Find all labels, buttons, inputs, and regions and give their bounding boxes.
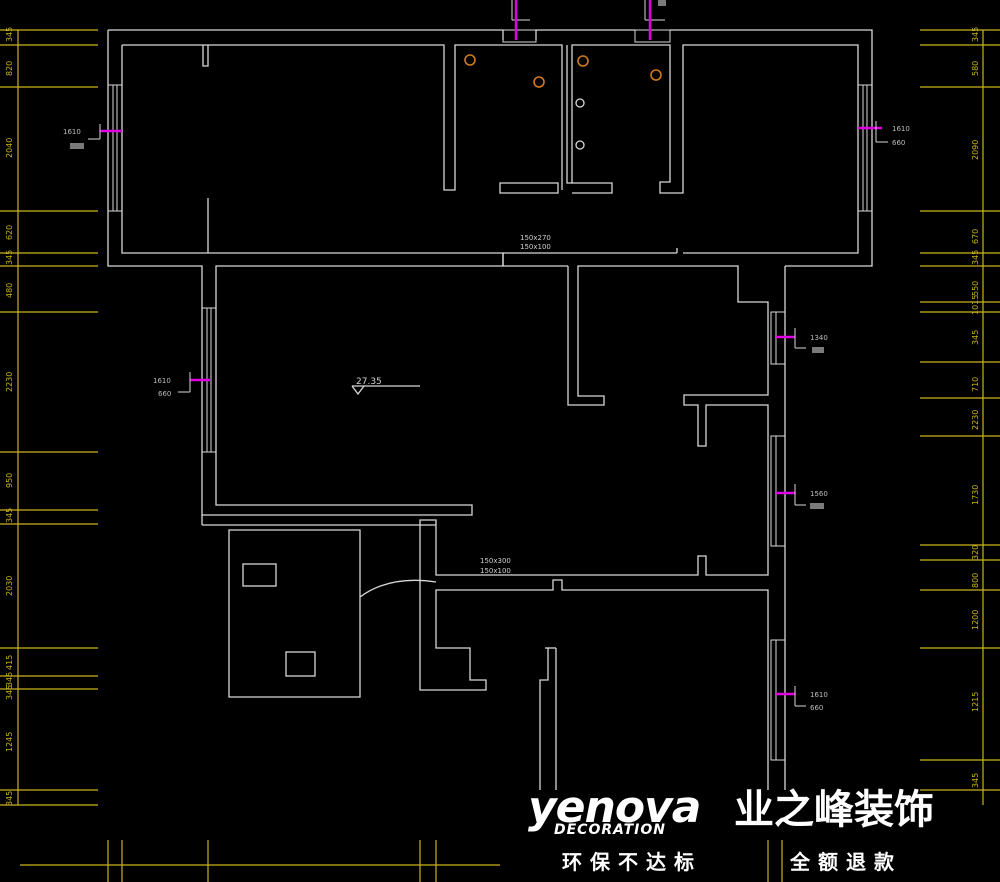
left-dim-label: 415	[5, 655, 14, 670]
level-marker-icon	[351, 385, 420, 396]
window-tag-block	[812, 347, 824, 353]
top-markers	[511, 0, 666, 40]
brand-slogan-right: 全额退款	[790, 850, 902, 874]
drain-icon	[464, 54, 476, 66]
beam-line	[502, 252, 677, 267]
marker-block	[658, 0, 666, 6]
outer-wall-top	[108, 29, 873, 267]
outlet-icon	[575, 98, 585, 108]
brand-logo-sub: DECORATION	[554, 822, 667, 838]
inner-wall-west	[121, 45, 208, 254]
right-dimension-chain: 345 580 2090 670 345 550 1015 345 710 22…	[920, 27, 1000, 805]
right-dim-label: 2230	[971, 410, 980, 430]
left-dim-label: 950	[5, 473, 14, 488]
window-tag-label: 1610	[810, 691, 828, 699]
window-east	[857, 84, 873, 212]
right-dim-label: 1215	[971, 692, 980, 712]
right-dim-label: 345	[971, 330, 980, 345]
balcony-outline	[228, 529, 361, 698]
beam-label: 150x300	[480, 557, 511, 565]
left-dim-label: 345	[5, 791, 14, 806]
window-tag-label: 1610	[153, 377, 171, 385]
tag-bracket	[875, 121, 888, 143]
right-dim-label: 1730	[971, 485, 980, 505]
beam-label: 150x270	[520, 234, 551, 242]
window-tag-block	[70, 143, 84, 149]
right-dim-label: 1015	[971, 295, 980, 315]
left-dim-label: 2230	[5, 372, 14, 392]
left-dim-label: 480	[5, 283, 14, 298]
right-dim-label: 2090	[971, 140, 980, 160]
left-dimension-chain: 345 820 2040 620 345 480 2230 950 345 20…	[0, 27, 98, 806]
partition	[572, 182, 613, 194]
left-dim-label: 345	[5, 685, 14, 700]
window-tags: 1610 1610 660 1610 660 1340 1560 1610 66…	[63, 121, 910, 712]
window-tag-sub: 660	[810, 704, 823, 712]
left-dim-label: 345	[5, 27, 14, 42]
door-arc	[359, 579, 437, 598]
tag-bracket	[794, 686, 806, 707]
window-bedroom-3	[770, 639, 786, 761]
wall-stub	[202, 45, 209, 67]
window-tag-block	[810, 503, 824, 509]
window-top-right	[634, 29, 671, 43]
fixture-box	[242, 563, 277, 587]
window-tag-sub: 660	[158, 390, 171, 398]
right-dim-label: 320	[971, 545, 980, 560]
window-tag-label: 1560	[810, 490, 828, 498]
beam-label: 150x100	[480, 567, 511, 575]
left-dim-label: 345	[5, 672, 14, 687]
level-label: 27.35	[356, 377, 382, 387]
walls	[107, 29, 873, 790]
interior-walls-right	[419, 265, 769, 790]
beam-label: 150x100	[520, 243, 551, 251]
window-tag-label: 1610	[63, 128, 81, 136]
right-dim-label: 710	[971, 377, 980, 392]
inner-wall-top-right	[566, 44, 859, 254]
window-top-left	[502, 29, 537, 43]
right-dim-label: 1200	[971, 610, 980, 630]
right-dim-label: 550	[971, 281, 980, 296]
right-dim-label: 800	[971, 573, 980, 588]
window-tag-label: 1340	[810, 334, 828, 342]
annotations: 150x270 150x100 150x300 150x100 27.35	[351, 234, 551, 575]
left-dim-label: 1245	[5, 732, 14, 752]
left-dim-label: 620	[5, 225, 14, 240]
brand-watermark: yenova DECORATION 业之峰装饰 环保不达标 全额退款	[528, 786, 980, 876]
tag-bracket	[794, 328, 806, 349]
bottom-dimension-stubs	[20, 840, 783, 882]
window-tag-sub: 660	[892, 139, 905, 147]
fixtures	[464, 54, 662, 150]
left-dim-label: 345	[5, 508, 14, 523]
brand-logo-latin: yenova	[528, 782, 701, 833]
right-dim-label: 670	[971, 229, 980, 244]
left-dim-label: 345	[5, 250, 14, 265]
right-dim-label: 345	[971, 773, 980, 788]
fixture-box	[285, 651, 316, 677]
partition	[499, 182, 559, 194]
brand-slogan-left: 环保不达标	[562, 850, 702, 874]
window-bedroom-2	[770, 435, 786, 547]
tag-bracket	[88, 124, 101, 140]
inner-wall-top-left	[122, 44, 563, 191]
drain-icon	[533, 76, 545, 88]
left-dim-label: 2030	[5, 576, 14, 596]
outlet-icon	[575, 140, 585, 150]
right-dim-label: 345	[971, 27, 980, 42]
drain-icon	[650, 69, 662, 81]
living-room-wall	[202, 252, 504, 516]
window-west	[107, 84, 123, 212]
left-dim-label: 2040	[5, 138, 14, 158]
interior-wall-stub	[539, 648, 557, 790]
brand-name-chinese: 业之峰装饰	[734, 787, 934, 833]
tag-bracket	[178, 372, 191, 393]
window-tag-label: 1610	[892, 125, 910, 133]
tag-bracket	[794, 484, 806, 506]
left-dim-label: 820	[5, 61, 14, 76]
drain-icon	[577, 55, 589, 67]
right-dim-label: 580	[971, 61, 980, 76]
right-dim-label: 345	[971, 250, 980, 265]
